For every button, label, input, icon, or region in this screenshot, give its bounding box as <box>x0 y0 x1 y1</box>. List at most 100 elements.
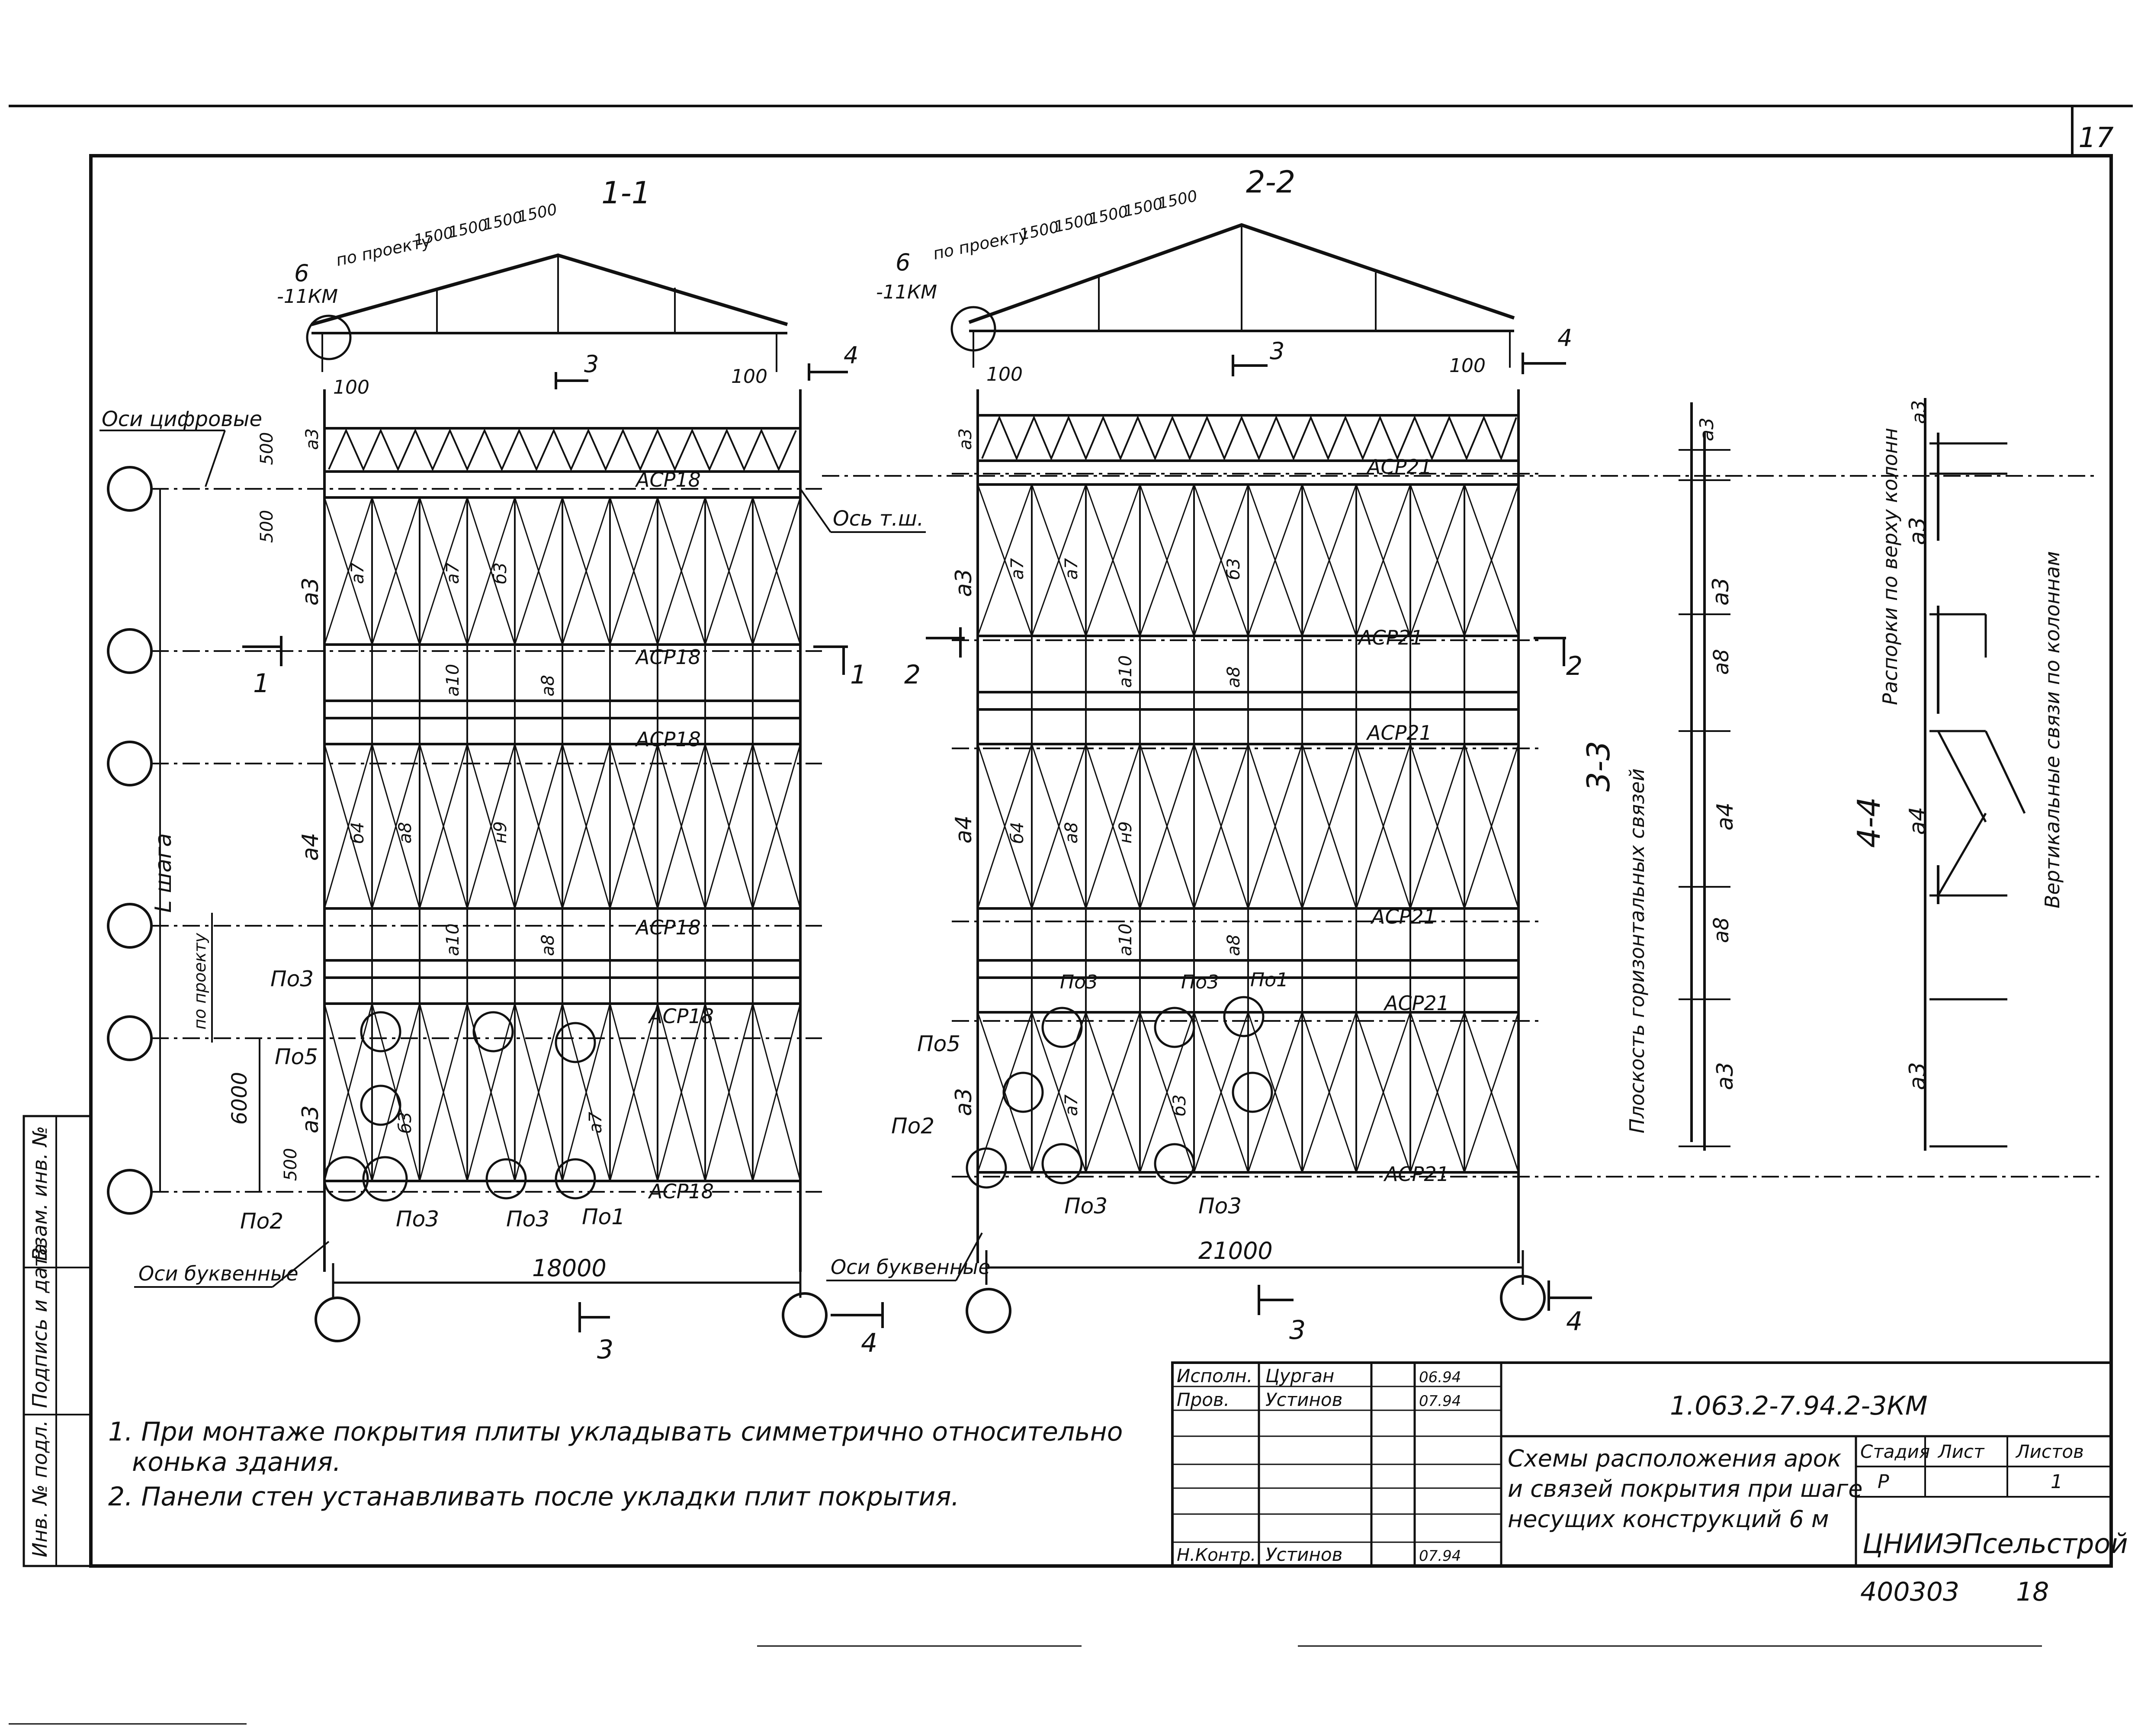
brace-b3-l2: б3 <box>395 1112 415 1133</box>
beam-label-r3: АСР21 <box>1366 721 1432 744</box>
dim-6000-l: 6000 <box>228 1072 252 1125</box>
tb-role-2: Пров. <box>1177 1389 1229 1410</box>
cut-4-top-r: 4 <box>1557 324 1572 352</box>
brace-b3-r2: б3 <box>1170 1094 1190 1116</box>
tb-inventory: 400303 <box>1860 1577 1959 1607</box>
side-stamp: Инв. № подл. Подпись и дата Взам. инв. № <box>22 1115 92 1567</box>
side-stamp-inv: Инв. № подл. <box>28 1420 51 1557</box>
dim-100-r1: 100 <box>986 363 1023 385</box>
roof-mark-11km-r: -11КМ <box>876 281 937 303</box>
label-ridge-axis: Ось т.ш. <box>833 507 924 531</box>
brace-a7-l2: а7 <box>443 562 463 584</box>
label-column-struts: Распорки по верху колонн <box>1878 428 1902 705</box>
bracing-bays-right <box>976 483 1520 1174</box>
span-21000: 21000 <box>1198 1237 1273 1264</box>
brace-a3-l2: а3 <box>298 578 324 606</box>
node-po1-l: По1 <box>582 1204 625 1229</box>
tb-name-1: Цурган <box>1265 1365 1334 1386</box>
beam-label-r6: АСР21 <box>1383 1162 1449 1186</box>
roof-dim-project-r: по проекту <box>931 225 1030 263</box>
node-po1-r: По1 <box>1250 969 1288 991</box>
brace-b3-r1: б3 <box>1224 558 1244 580</box>
tb-sheets: 1 <box>2051 1471 2063 1493</box>
brace-a8-s33-2: а8 <box>1709 917 1733 943</box>
label-horizontal-plane: Плоскость горизонтальных связей <box>1625 768 1649 1133</box>
node-po3-l1: По3 <box>270 966 314 992</box>
brace-a3-s44-top: а3 <box>1908 400 1930 424</box>
brace-a8-s33-1: а8 <box>1709 649 1733 675</box>
label-vertical-bracing: Вертикальные связи по колоннам <box>2041 551 2064 908</box>
cut-3-bottom-l: 3 <box>597 1335 613 1365</box>
brace-a3-r3: а3 <box>951 1088 977 1116</box>
brace-a8-r3: а8 <box>1224 934 1244 956</box>
roof-dim-r5: 1500 <box>1156 187 1199 213</box>
tb-title-2: и связей покрытия при шаге <box>1508 1475 1862 1502</box>
node-po3-r2: По3 <box>1181 971 1219 993</box>
node-po5-l: По5 <box>275 1044 318 1069</box>
beam-label-l2: АСР18 <box>635 645 701 669</box>
beam-label-l3: АСР18 <box>635 728 701 751</box>
title-section-4-4: 4-4 <box>1851 797 1887 848</box>
brace-a3-s33-2: а3 <box>1712 1062 1738 1090</box>
brace-a7-r2: а7 <box>1062 558 1082 580</box>
section-3-3: 3-3 а3 а8 а4 а8 а3 а3 Плоскость горизонт… <box>1580 402 1738 1151</box>
tb-date-1: 06.94 <box>1419 1369 1461 1386</box>
note-2: 2. Панели стен устанавливать после уклад… <box>108 1482 960 1512</box>
node-po3-l2: По3 <box>396 1207 439 1232</box>
tb-inventory-sheet: 18 <box>2016 1577 2049 1607</box>
dim-100-b: 100 <box>731 366 767 388</box>
brace-n9-l1: н9 <box>491 821 510 844</box>
brace-a10-l1: а10 <box>443 664 463 696</box>
tb-title-1: Схемы расположения арок <box>1508 1445 1842 1472</box>
brace-a3-l1: а3 <box>302 428 322 450</box>
tb-stage: Р <box>1878 1471 1889 1493</box>
cut-4-bottom-l: 4 <box>861 1328 877 1358</box>
brace-a3-r1: а3 <box>956 428 976 450</box>
brace-a3-s33-1: а3 <box>1708 578 1734 606</box>
section-4-4: 4-4 а3 а3 а4 а3 Распорки по верху колонн… <box>1851 398 2064 1151</box>
beam-label-r4: АСР21 <box>1370 905 1436 928</box>
beam-label-r5: АСР21 <box>1383 992 1449 1015</box>
tb-code: 1.063.2-7.94.2-3КМ <box>1670 1391 1928 1421</box>
brace-a3-s33-top: а3 <box>1696 417 1718 441</box>
dim-500-l1: 500 <box>257 432 277 465</box>
brace-b3-l1: б3 <box>491 562 510 584</box>
node-po3-l3: По3 <box>506 1207 549 1232</box>
roof-mark-6-r: 6 <box>896 249 910 276</box>
beam-label-r2: АСР21 <box>1357 626 1423 649</box>
span-18000: 18000 <box>532 1255 607 1282</box>
brace-a10-l2: а10 <box>443 924 463 956</box>
node-po3-r3: По3 <box>1064 1194 1107 1219</box>
scan-marks <box>9 1645 2042 1725</box>
title-section-2-2: 2-2 <box>1246 164 1295 200</box>
side-stamp-replace: Взам. инв. № <box>28 1126 51 1261</box>
bracing-bays-left <box>323 496 802 1182</box>
brace-a4-l1: а4 <box>298 833 324 861</box>
brace-a7-l1: а7 <box>348 562 368 584</box>
tb-date-2: 07.94 <box>1419 1393 1461 1410</box>
tb-role-1: Исполн. <box>1177 1365 1252 1386</box>
cut-1-right: 1 <box>850 660 867 690</box>
roof-mark-11km: -11КМ <box>277 286 338 308</box>
tb-title-3: несущих конструкций 6 м <box>1508 1505 1829 1533</box>
cut-4-bottom-r: 4 <box>1566 1306 1583 1337</box>
brace-a7-l3: а7 <box>586 1111 606 1133</box>
brace-a3-r2: а3 <box>951 569 977 597</box>
brace-a4-s44: а4 <box>1905 807 1931 835</box>
cut-2-left: 2 <box>904 660 921 690</box>
node-po3-r4: По3 <box>1198 1194 1242 1219</box>
node-po3-r1: По3 <box>1060 971 1098 993</box>
notes: 1. При монтаже покрытия плиты укладывать… <box>108 1417 1123 1512</box>
beam-label-r1: АСР21 <box>1366 455 1432 478</box>
section-2-2: 2-2 6 -11КМ по проекту 1500 1500 1500 15… <box>822 164 2103 1345</box>
brace-a8-l3: а8 <box>538 934 558 956</box>
brace-a3-s44-2: а3 <box>1905 1062 1931 1090</box>
section-1-1: 1-1 6 -11КМ по проекту 1500 1500 1500 15… <box>134 175 926 1365</box>
dim-500-l2: 500 <box>257 510 277 543</box>
tb-sheet-header: Лист <box>1937 1441 1985 1462</box>
brace-a7-r3: а7 <box>1062 1094 1082 1116</box>
label-l-step: L шага <box>151 833 177 913</box>
brace-a8-r2: а8 <box>1062 822 1082 844</box>
